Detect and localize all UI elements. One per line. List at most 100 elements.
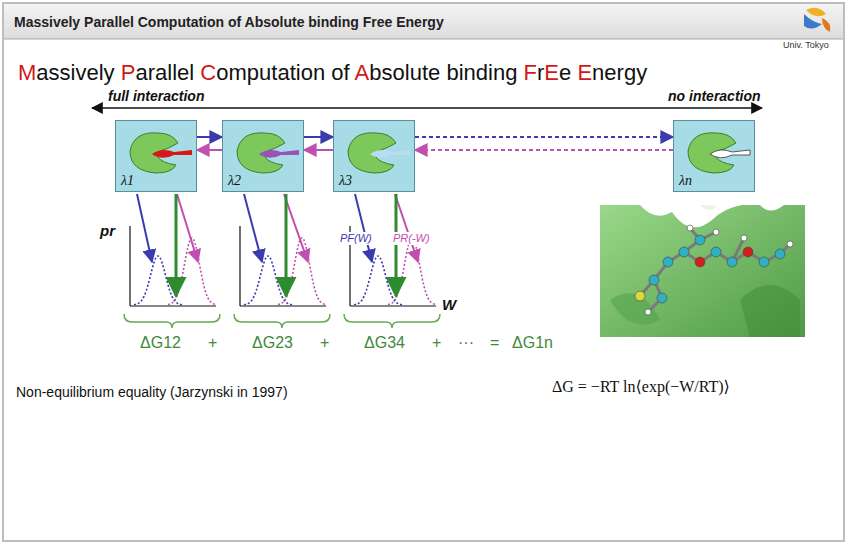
title-letter: o xyxy=(216,60,228,85)
title-letter: e xyxy=(428,60,440,85)
title-letter: n xyxy=(313,60,325,85)
drawing-part xyxy=(4,39,843,40)
drawing-part xyxy=(710,150,750,158)
title-letter: n xyxy=(592,60,604,85)
title-letter: l xyxy=(405,60,410,85)
drawing-part xyxy=(4,4,843,39)
drawing-part xyxy=(657,293,667,303)
transition-arrow xyxy=(415,149,673,151)
transition-arrow xyxy=(197,149,222,151)
title-letter: s xyxy=(49,60,60,85)
title-letter: r xyxy=(617,60,624,85)
transition-arrow xyxy=(197,136,222,138)
drawing-part xyxy=(239,226,240,306)
drawing-part xyxy=(344,314,440,328)
title-letter xyxy=(440,60,446,85)
drawing-part xyxy=(700,205,718,210)
drawing-part xyxy=(395,194,418,262)
title-letter: m xyxy=(228,60,246,85)
title-letter: y xyxy=(636,60,647,85)
title-letter: e xyxy=(177,60,189,85)
drawing-part xyxy=(284,194,308,262)
title-letter: s xyxy=(382,60,393,85)
title-letter: d xyxy=(476,60,488,85)
title-letter: o xyxy=(301,60,313,85)
drawing-part xyxy=(244,194,262,262)
title-letter: l xyxy=(189,60,194,85)
drawing-part xyxy=(695,235,705,245)
operator: + xyxy=(320,334,329,352)
drawing-part xyxy=(727,257,737,267)
state-box: λ1 xyxy=(115,120,197,192)
drawing-part xyxy=(175,194,178,296)
drawing-part xyxy=(259,150,299,158)
title-letter: a xyxy=(277,60,289,85)
drawing-part xyxy=(285,194,288,296)
drawing-part xyxy=(600,205,805,337)
lambda-label: λn xyxy=(679,173,692,189)
drawing-part xyxy=(741,235,747,241)
drawing-part xyxy=(713,229,719,235)
drawing-part xyxy=(395,194,398,296)
drawing-part xyxy=(775,249,785,259)
drawing-part xyxy=(124,314,220,328)
title-letter: l xyxy=(167,60,172,85)
title-letter: E xyxy=(577,60,592,85)
drawing-part xyxy=(129,226,130,306)
axis-end-label: no interaction xyxy=(668,88,761,104)
operator: + xyxy=(208,334,217,352)
header-title: Massively Parallel Computation of Absolu… xyxy=(14,14,444,30)
lambda-label: λ1 xyxy=(121,173,134,189)
title-letter: e xyxy=(604,60,616,85)
title-letter: P xyxy=(121,60,136,85)
title-letter: p xyxy=(247,60,259,85)
drawing-part xyxy=(804,14,822,29)
free-energy-term: ΔG23 xyxy=(252,334,293,352)
lambda-label: λ2 xyxy=(228,173,241,189)
title-letter: n xyxy=(464,60,476,85)
title-letter: a xyxy=(135,60,147,85)
drawing-part xyxy=(759,257,769,267)
title-letter: n xyxy=(493,60,505,85)
title-letter: b xyxy=(446,60,458,85)
title-letter: v xyxy=(75,60,86,85)
title-letter: i xyxy=(296,60,301,85)
title-letter: g xyxy=(624,60,636,85)
drawing-part xyxy=(806,8,826,17)
state-box: λ3 xyxy=(333,120,415,192)
title-letter: t xyxy=(271,60,277,85)
operator: = xyxy=(490,334,499,352)
title-letter: b xyxy=(369,60,381,85)
title-letter: F xyxy=(524,60,537,85)
title-letter xyxy=(350,60,355,85)
title-letter: y xyxy=(104,60,115,85)
title-letter xyxy=(194,60,200,85)
transition-arrow xyxy=(304,136,333,138)
drawing-part xyxy=(124,194,440,328)
free-energy-term: ΔG1n xyxy=(512,334,553,352)
title-letter: s xyxy=(60,60,71,85)
drawing-part xyxy=(640,205,742,227)
drawing-part xyxy=(3,3,844,541)
drawing-part xyxy=(679,247,689,257)
transition-arrow xyxy=(415,136,673,138)
drawing-part xyxy=(152,150,192,158)
drawing-part xyxy=(645,309,651,315)
title-letter: t xyxy=(422,60,428,85)
title-letter: a xyxy=(155,60,167,85)
drawing-part xyxy=(635,291,645,301)
drawing-part xyxy=(350,305,436,306)
title-letter: l xyxy=(172,60,177,85)
title-letter xyxy=(115,60,121,85)
state-box: λn xyxy=(673,120,755,192)
lambda-label: λ3 xyxy=(339,173,352,189)
drawing-part xyxy=(600,205,805,337)
title-letter: a xyxy=(36,60,48,85)
drawing-part xyxy=(355,194,372,262)
title-letter: g xyxy=(505,60,517,85)
title-letter: i xyxy=(488,60,493,85)
free-energy-term: ΔG12 xyxy=(140,334,181,352)
drawing-part xyxy=(240,305,326,306)
state-box: λ2 xyxy=(222,120,304,192)
title-letter: o xyxy=(393,60,405,85)
